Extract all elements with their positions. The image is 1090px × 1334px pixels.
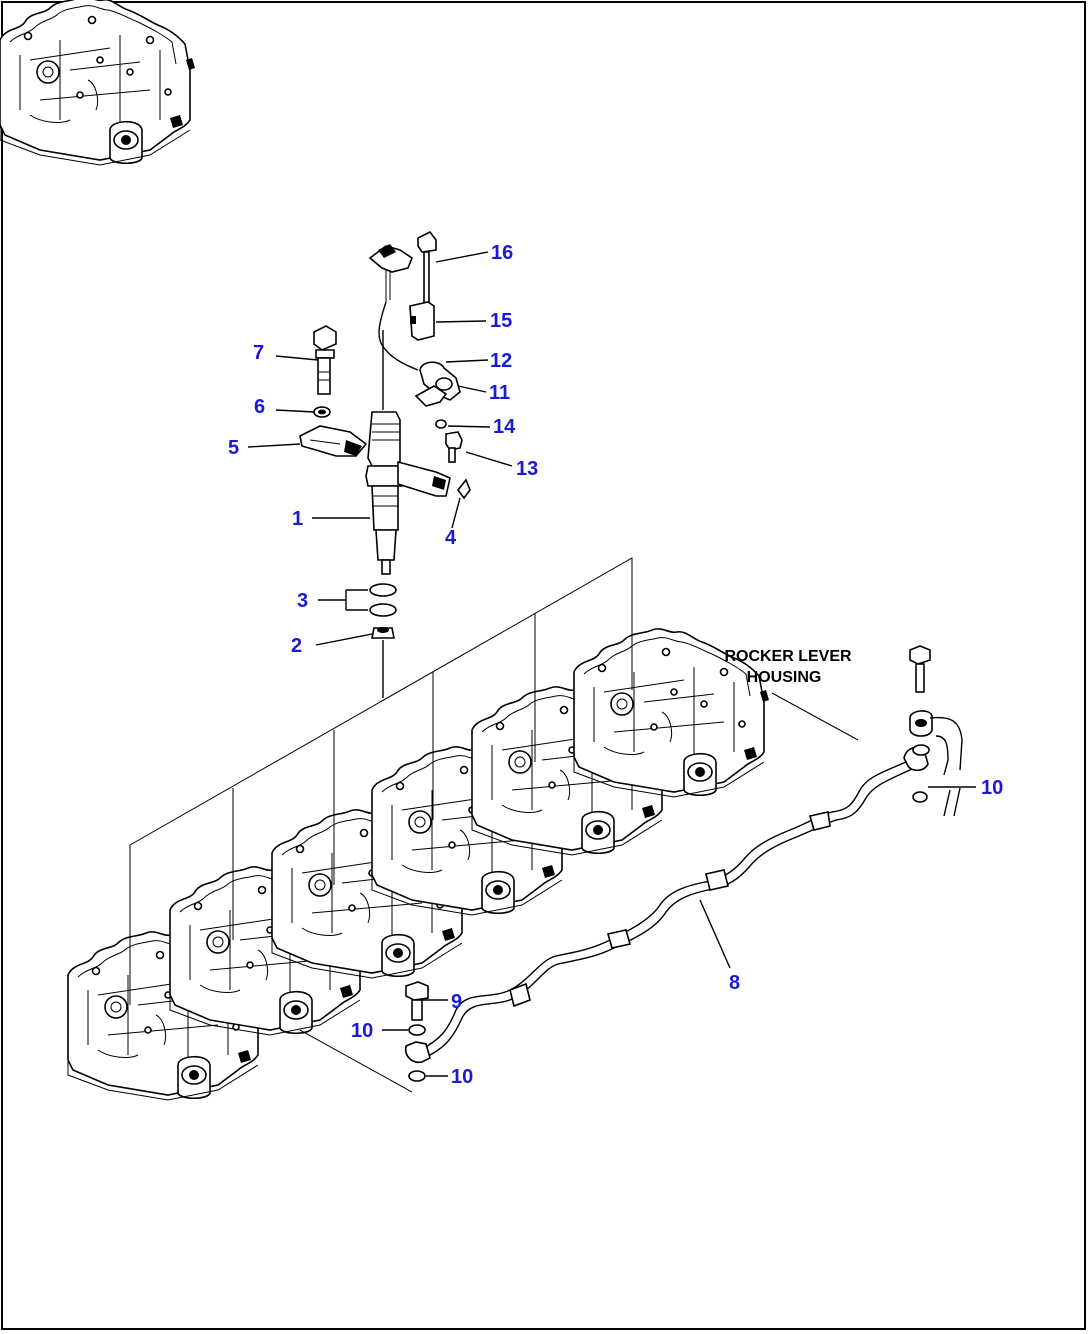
- callout-2: 2: [291, 635, 302, 657]
- callout-15: 15: [490, 310, 512, 332]
- rocker-lever-housing-label: ROCKER LEVER HOUSING: [724, 648, 852, 686]
- callout-16: 16: [491, 242, 513, 264]
- annotation-line-1: ROCKER LEVER: [724, 648, 852, 665]
- annotation-line-2: HOUSING: [747, 669, 822, 686]
- drain-fitting-right: [909, 645, 963, 817]
- washer-6: [313, 406, 331, 418]
- fuel-drain-tube-8: [404, 746, 929, 1064]
- callout-14: 14: [493, 416, 516, 438]
- rocker-lever-housing: [0, 0, 195, 166]
- injector-exploded-view: [299, 230, 471, 639]
- callout-leaders: [247, 251, 976, 1077]
- callout-1: 1: [292, 508, 303, 530]
- callout-12: 12: [490, 350, 512, 372]
- callout-13: 13: [516, 458, 538, 480]
- callout-5: 5: [228, 437, 239, 459]
- connector-12-11: [414, 361, 461, 407]
- callout-6: 6: [254, 396, 265, 418]
- callout-4: 4: [445, 527, 457, 549]
- injector-position-leaders: [129, 557, 859, 1093]
- callout-labels: 16 15 7 12 11 6 14 5 13 1 4 3 2 10 8 9 1…: [228, 242, 1003, 1088]
- callout-10-right: 10: [981, 777, 1003, 799]
- bolt-13: [445, 431, 463, 463]
- callout-7: 7: [253, 342, 264, 364]
- callout-10-bottom: 10: [451, 1066, 473, 1088]
- callout-10-middle: 10: [351, 1020, 373, 1042]
- callout-3: 3: [297, 590, 308, 612]
- rocker-lever-housing-assembly: [0, 0, 770, 1101]
- bolt-9: [405, 981, 429, 1021]
- bolt-7: [313, 325, 337, 395]
- washer-10-lower: [408, 1024, 426, 1082]
- callout-8: 8: [729, 972, 740, 994]
- clamp-5: [299, 425, 368, 457]
- seal-4: [456, 478, 471, 500]
- injector-harness-connector: [368, 244, 419, 371]
- callout-9: 9: [451, 991, 462, 1013]
- nut-2: [371, 627, 395, 639]
- washer-14: [435, 419, 447, 429]
- injector-1: [365, 330, 451, 575]
- callout-11: 11: [489, 382, 510, 404]
- connector-15: [409, 301, 435, 341]
- o-rings-3: [369, 583, 397, 617]
